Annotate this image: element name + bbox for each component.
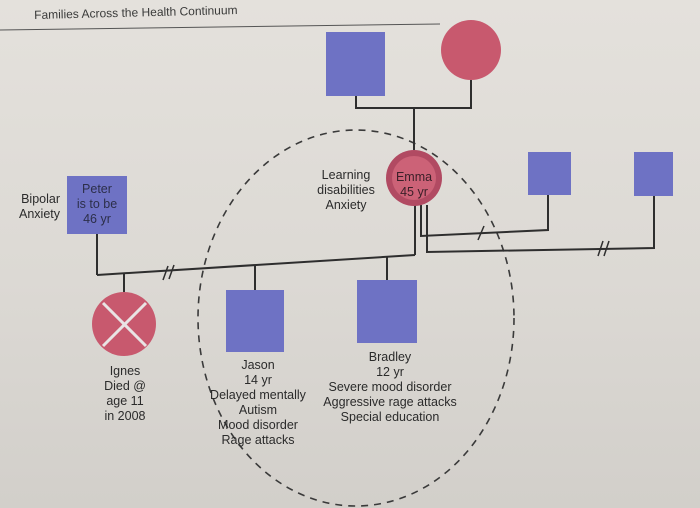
emma-partner3-square <box>634 152 673 196</box>
emma-partner2-square <box>528 152 571 195</box>
partner3-divorce-mark-1 <box>597 240 604 257</box>
peter-conditions: Bipolar Anxiety <box>19 192 60 221</box>
peter-square <box>67 176 127 234</box>
emma-label: Emma 45 yr <box>395 170 433 199</box>
bradley-square <box>357 280 417 343</box>
emma-partner3-line <box>426 196 655 254</box>
emma-conditions: Learning disabilities Anxiety <box>317 168 375 212</box>
jason-label: Jason 14 yr Delayed mentally Autism Mood… <box>210 358 306 447</box>
relationship-lines <box>96 80 655 292</box>
partner3-divorce-mark-2 <box>603 240 610 257</box>
partner2-divorce-mark <box>477 225 485 241</box>
divorce-mark-1 <box>162 265 169 281</box>
ignes-deceased-cross-2 <box>101 301 148 348</box>
household-circle <box>197 129 515 507</box>
grandfather-square <box>326 32 385 96</box>
bradley-label: Bradley 12 yr Severe mood disorder Aggre… <box>323 350 457 424</box>
emma-circle <box>392 156 436 200</box>
peter-label: Peter is to be 46 yr <box>76 182 118 226</box>
ignes-label: Ignes Died @ age 11 in 2008 <box>104 364 146 423</box>
header-rule <box>0 23 441 31</box>
divorce-mark-2 <box>168 264 175 280</box>
jason-square <box>226 290 284 352</box>
grandmother-circle <box>441 20 501 80</box>
emma-partner2-line <box>420 195 549 238</box>
